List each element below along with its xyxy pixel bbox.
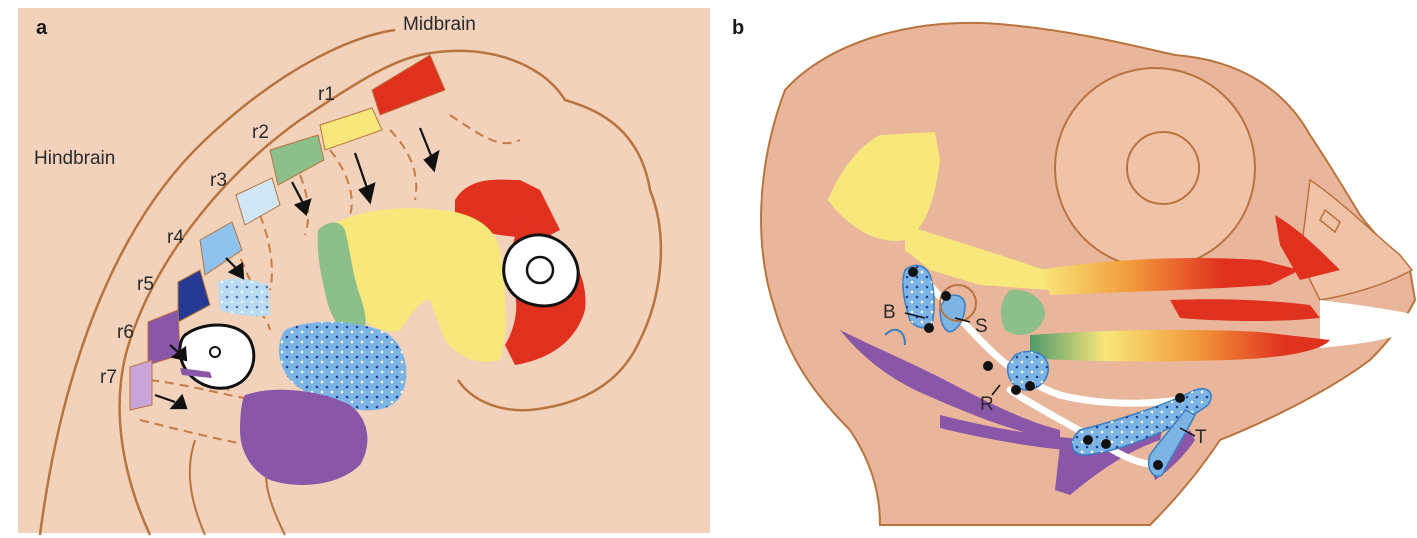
- third-arch-purple: [240, 389, 368, 485]
- rhombomere-label-r6: r6: [117, 322, 134, 343]
- r5-segment: [177, 269, 211, 323]
- first-arch-yellow: [330, 208, 506, 362]
- green-patch: [1000, 289, 1045, 335]
- r2-segment: [269, 134, 325, 186]
- r7-segment: [129, 359, 153, 411]
- arrow-icon: [423, 149, 440, 173]
- rhombomere-label-r5: r5: [137, 274, 154, 295]
- second-arch-dots: [278, 321, 407, 411]
- arrow-icon: [227, 262, 245, 280]
- label-S: S: [975, 316, 988, 337]
- hindbrain-label: Hindbrain: [34, 148, 115, 169]
- arrow-icon: [293, 198, 312, 216]
- nostril: [1319, 208, 1341, 234]
- r3-segment: [235, 177, 281, 226]
- purple-arch-1: [840, 330, 1060, 440]
- panel-b: b B S R T: [732, 17, 1417, 526]
- r4-segment: [199, 221, 243, 276]
- migration-arrows: [154, 127, 440, 410]
- orbital-yellow: [905, 225, 1060, 290]
- ear-ring: [939, 284, 977, 322]
- panel-a: a Midbrain Hindbrain r1 r2 r3 r4 r5 r6 r…: [18, 8, 710, 536]
- arrow-icon: [170, 345, 188, 362]
- arrow-icon: [358, 182, 376, 205]
- midbrain-label: Midbrain: [403, 14, 476, 35]
- beak-red: [1275, 215, 1340, 280]
- pharyngeal-outline: [188, 439, 206, 536]
- r4-crest-dots: [218, 278, 270, 317]
- rhombomere-stripe: [129, 54, 446, 411]
- label-T: T: [1195, 427, 1207, 448]
- arrow-icon: [169, 393, 188, 410]
- midbrain-red-segment: [371, 54, 446, 116]
- r6-crest-purple: [180, 368, 212, 378]
- rhombomere-label-r1: r1: [318, 84, 335, 105]
- eye-pupil: [1126, 131, 1200, 205]
- rhombomere-label-r3: r3: [210, 170, 227, 191]
- label-leaders: [904, 312, 1196, 437]
- beak-gap: [1320, 300, 1415, 348]
- otic-center-icon: [209, 346, 221, 358]
- blue-structures: [884, 264, 1212, 477]
- rhombomere-label-r4: r4: [167, 227, 184, 248]
- lens-icon: [525, 255, 555, 285]
- upper-jaw-red: [1040, 258, 1300, 295]
- panel-b-letter: b: [732, 17, 744, 39]
- ganglion-dots: [908, 267, 1185, 470]
- second-stream-green: [317, 222, 366, 336]
- embryo-outline: [118, 49, 663, 536]
- panel-a-letter: a: [36, 17, 48, 39]
- label-B: B: [883, 302, 896, 323]
- rhombomere-label-r2: r2: [252, 122, 269, 143]
- rhombomere-label-r7: r7: [100, 367, 117, 388]
- frontal-yellow: [828, 132, 940, 241]
- hindbrain-outline: [38, 28, 396, 536]
- r1-segment: [319, 107, 383, 151]
- mid-red: [1170, 299, 1320, 321]
- label-R: R: [980, 394, 994, 415]
- purple-arch-2: [940, 415, 1095, 452]
- lower-jaw-gradient: [1030, 329, 1330, 362]
